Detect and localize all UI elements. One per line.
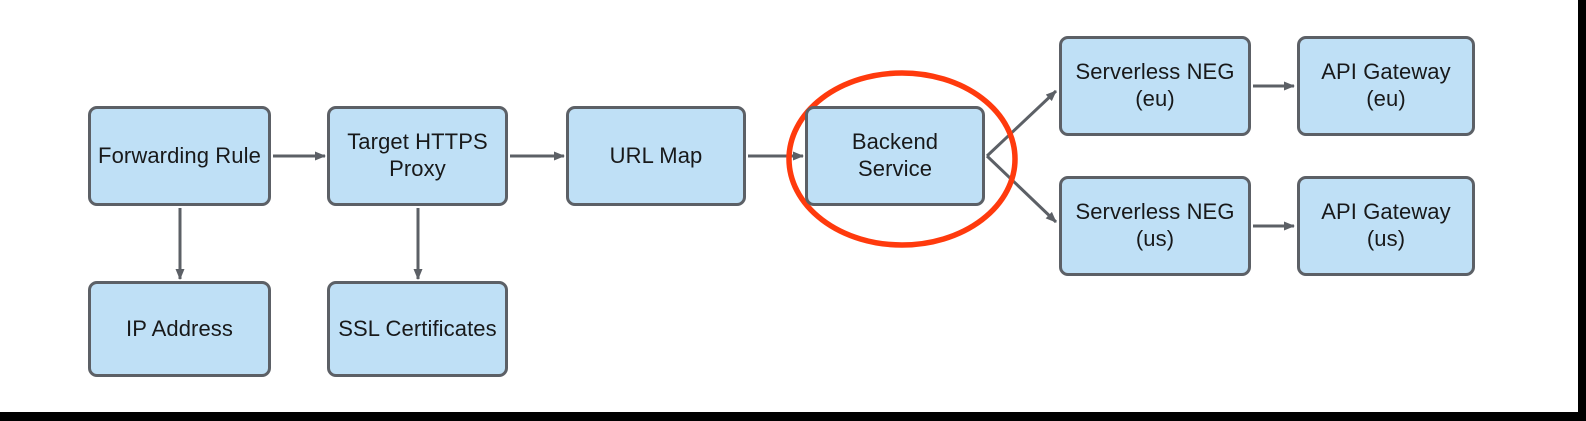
node-forwarding-rule-label: Forwarding Rule <box>98 142 261 168</box>
node-url-map-label: URL Map <box>609 142 703 168</box>
edge-backend-service-to-serverless-neg-eu <box>985 89 1058 158</box>
node-backend-service[interactable]: Backend Service <box>805 106 985 206</box>
node-serverless-neg-us[interactable]: Serverless NEG (us) <box>1059 176 1251 276</box>
node-ip-address-label: IP Address <box>126 315 233 341</box>
node-api-gateway-eu[interactable]: API Gateway (eu) <box>1297 36 1475 136</box>
node-url-map[interactable]: URL Map <box>566 106 746 206</box>
node-api-gateway-eu-label: API Gateway (eu) <box>1321 59 1451 111</box>
node-target-https-proxy-label: Target HTTPS Proxy <box>347 129 488 181</box>
node-ssl-certificates-label: SSL Certificates <box>338 315 497 341</box>
edge-backend-service-to-serverless-neg-us <box>985 154 1058 224</box>
frame-edge-right <box>1578 0 1586 421</box>
node-target-https-proxy[interactable]: Target HTTPS Proxy <box>327 106 508 206</box>
node-ip-address[interactable]: IP Address <box>88 281 271 377</box>
node-serverless-neg-us-label: Serverless NEG (us) <box>1075 199 1235 251</box>
frame-edge-bottom <box>0 412 1586 421</box>
node-api-gateway-us[interactable]: API Gateway (us) <box>1297 176 1475 276</box>
node-backend-service-label: Backend Service <box>851 129 939 181</box>
node-serverless-neg-eu-label: Serverless NEG (eu) <box>1075 59 1235 111</box>
node-forwarding-rule[interactable]: Forwarding Rule <box>88 106 271 206</box>
node-ssl-certificates[interactable]: SSL Certificates <box>327 281 508 377</box>
node-api-gateway-us-label: API Gateway (us) <box>1321 199 1451 251</box>
node-serverless-neg-eu[interactable]: Serverless NEG (eu) <box>1059 36 1251 136</box>
